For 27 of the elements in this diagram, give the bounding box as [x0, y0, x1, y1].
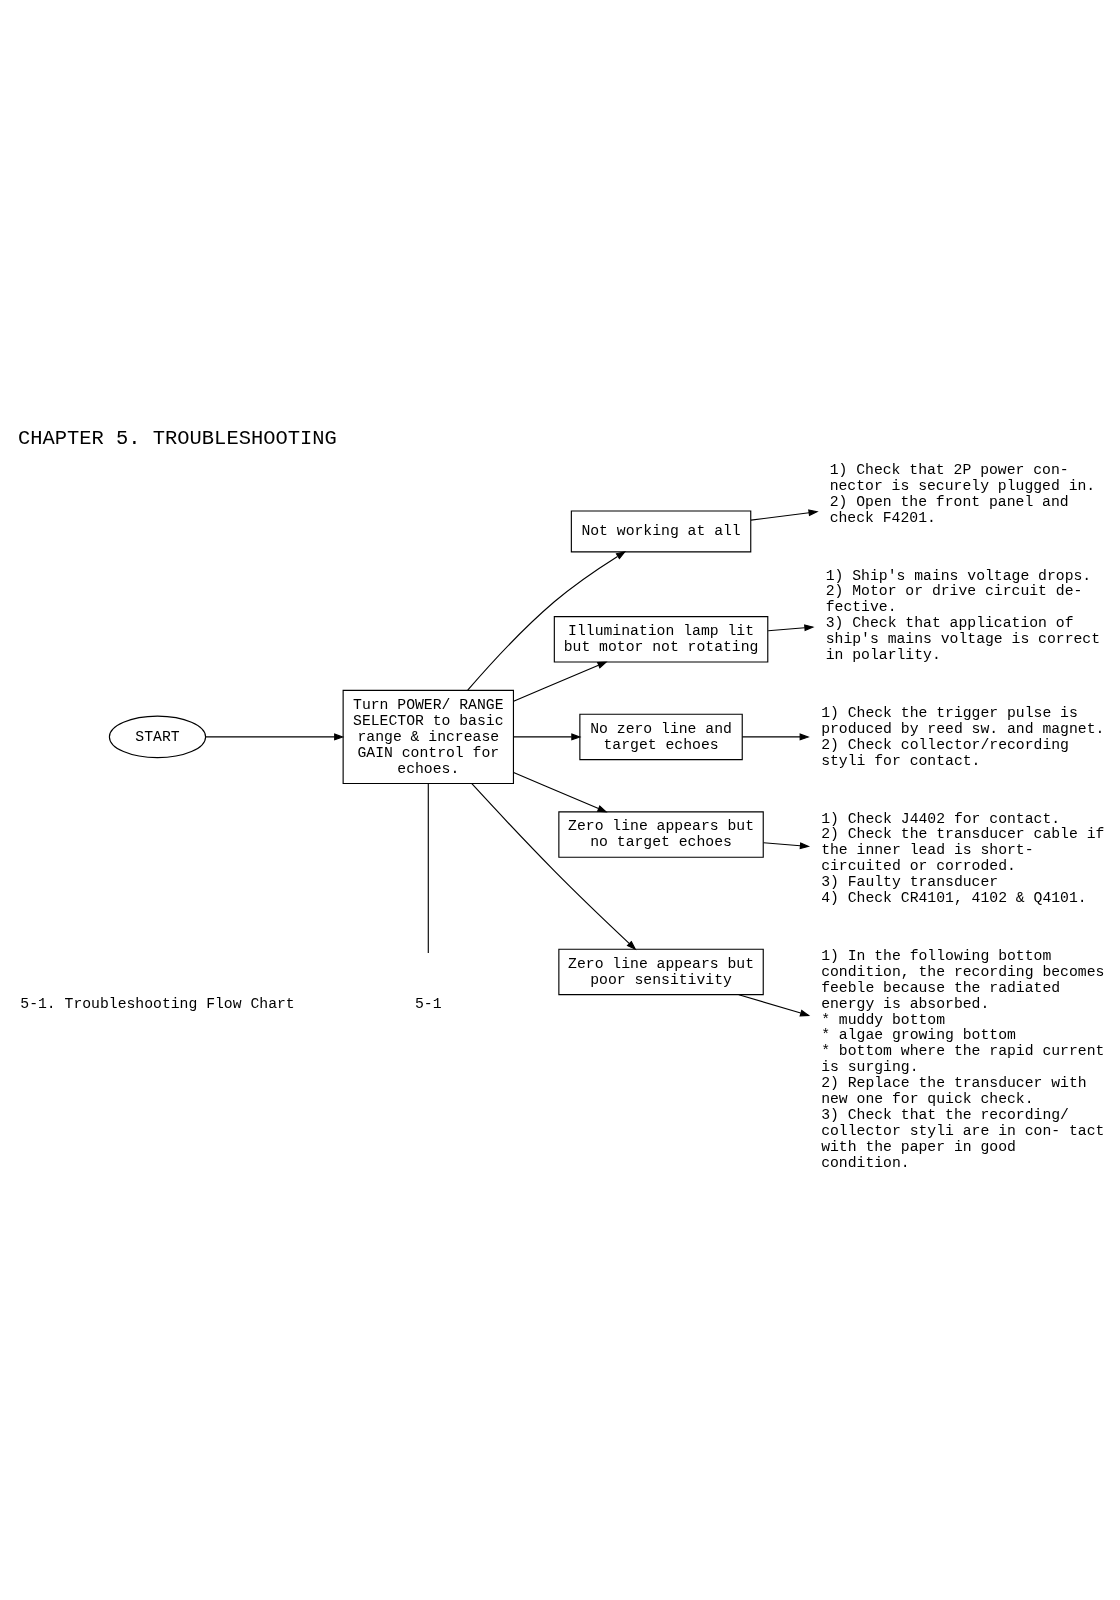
node-text: 1) Check that 2P power con- nector is securely plugged in. 2) Open the front panel and check F4201. [829, 461, 1096, 526]
node-box: Zero line appears but poor sensitivity [558, 948, 764, 995]
arrow [767, 623, 815, 631]
label: 5-1 [415, 995, 442, 1012]
arrow [513, 771, 608, 812]
node-box: Turn POWER/ RANGE SELECTOR to basic range & increase GAIN control for echoes. [342, 689, 515, 784]
arrow [467, 550, 627, 691]
arrow [750, 508, 819, 521]
arrow [471, 782, 637, 950]
arrow [763, 841, 811, 849]
label: 5-1. Troubleshooting Flow Chart [20, 995, 295, 1012]
arrow [513, 660, 608, 702]
connector [427, 782, 429, 953]
diagram-title: CHAPTER 5. TROUBLESHOOTING [18, 426, 337, 450]
arrow [513, 732, 582, 740]
arrow [741, 732, 810, 740]
arrow [205, 732, 345, 740]
node-box: Not working at all [570, 509, 752, 552]
node-text: 1) In the following bottom condition, the recording becomes feeble because the radiated energy is absorbed. * muddy bottom * algae growing bottom * bottom where the rapid current is surging. 2) Replace the transducer with new one for quick check. 3) Check that the recording/ collector styli are in con- tact with the paper in good condition. [821, 947, 1105, 1171]
node-box: Zero line appears but no target echoes [558, 810, 764, 858]
node-text: 1) Check the trigger pulse is produced by reed sw. and magnet. 2) Check collector/recording styli for contact. [821, 704, 1105, 769]
node-box: No zero line and target echoes [579, 713, 743, 760]
arrow [738, 993, 811, 1016]
node-text: 1) Ship's mains voltage drops. 2) Motor or drive circuit de- fective. 3) Check that application of ship's mains voltage is correct in polarlity. [825, 567, 1101, 663]
node-text: 1) Check J4402 for contact. 2) Check the transducer cable if the inner lead is short- circuited or corroded. 3) Faulty transducer 4) Check CR4101, 4102 & Q4101. [821, 810, 1105, 906]
node-box: Illumination lamp lit but motor not rotating [553, 615, 769, 663]
node-ellipse: START [108, 715, 207, 758]
